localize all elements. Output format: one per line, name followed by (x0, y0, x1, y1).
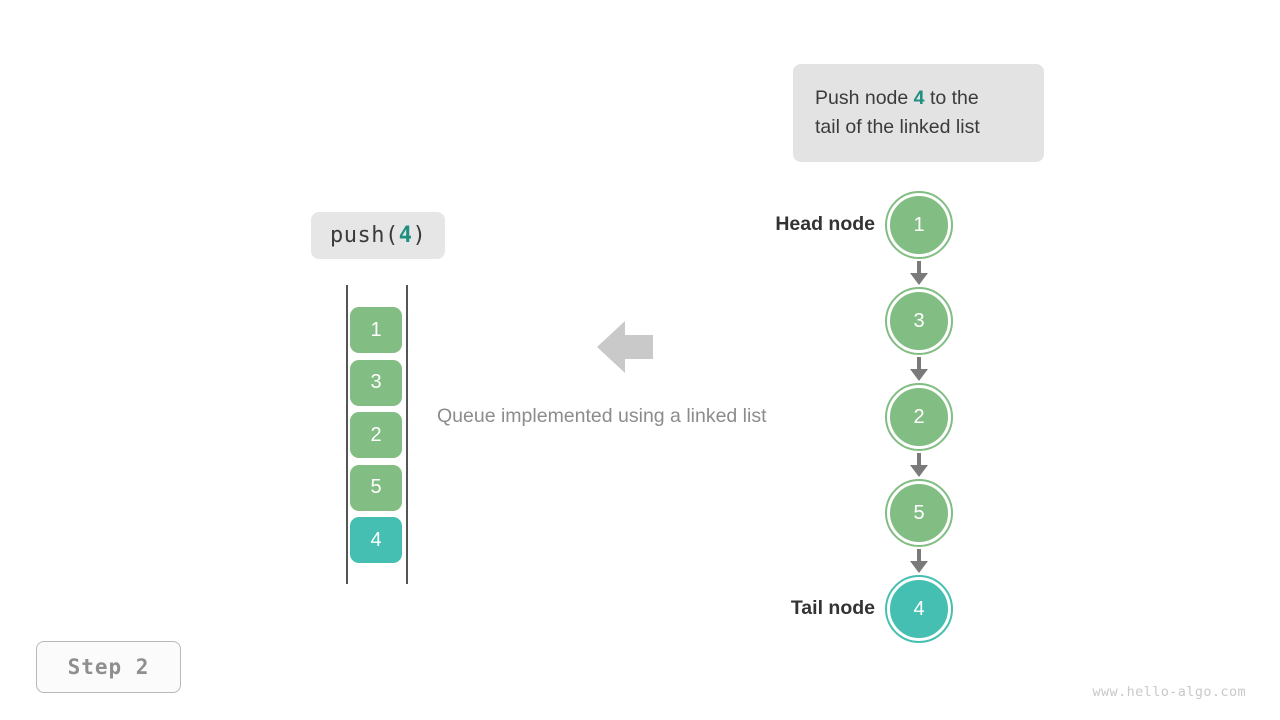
queue-cell-value: 1 (370, 318, 382, 341)
linked-list-node-value: 2 (913, 405, 925, 428)
linked-list-edge (917, 549, 921, 563)
linked-list-arrowhead-icon (910, 273, 928, 285)
step-badge: Step 2 (36, 641, 181, 693)
operation-suffix: ) (412, 223, 427, 248)
linked-list: 1 3 2 5 4 (880, 190, 960, 643)
callout-box: Push node 4 to the tail of the linked li… (793, 64, 1044, 162)
operation-argument: 4 (398, 223, 413, 248)
queue-cell: 1 (350, 307, 402, 353)
linked-list-node: 4 (885, 575, 953, 643)
linked-list-node-value: 1 (913, 213, 925, 236)
linked-list-node: 1 (885, 191, 953, 259)
callout-text-post: to the (924, 87, 979, 109)
diagram-caption: Queue implemented using a linked list (437, 405, 767, 427)
linked-list-edge (917, 453, 921, 467)
queue-cell: 2 (350, 412, 402, 458)
queue-column: 1 3 2 5 4 (346, 285, 408, 584)
direction-arrow-icon (597, 320, 653, 374)
operation-prefix: push( (330, 223, 399, 248)
linked-list-edge (917, 261, 921, 275)
linked-list-node-value: 5 (913, 501, 925, 524)
queue-cell: 3 (350, 359, 402, 406)
callout-text-line2: tail of the linked list (815, 116, 980, 138)
callout-text-pre: Push node (815, 87, 914, 109)
watermark: www.hello-algo.com (1092, 684, 1246, 700)
queue-cell-value: 2 (370, 423, 382, 446)
queue-cell: 4 (350, 517, 402, 563)
head-node-label: Head node (775, 213, 875, 235)
linked-list-node: 3 (885, 287, 953, 355)
linked-list-node: 2 (885, 383, 953, 451)
queue-rail-left (346, 285, 348, 584)
linked-list-edge (917, 357, 921, 371)
queue-cell-value: 4 (370, 528, 382, 551)
linked-list-node-value: 3 (913, 309, 925, 332)
tail-node-label: Tail node (790, 597, 875, 619)
queue-cell-value: 5 (370, 476, 382, 498)
operation-chip: push(4) (311, 212, 446, 259)
linked-list-node: 5 (885, 479, 953, 547)
queue-cell-value: 3 (370, 371, 382, 393)
callout-highlight-value: 4 (913, 87, 925, 109)
linked-list-arrowhead-icon (910, 561, 928, 573)
queue-rail-right (406, 285, 408, 584)
queue-cell: 5 (350, 464, 402, 511)
linked-list-arrowhead-icon (910, 369, 928, 381)
linked-list-arrowhead-icon (910, 465, 928, 477)
linked-list-node-value: 4 (913, 597, 925, 620)
